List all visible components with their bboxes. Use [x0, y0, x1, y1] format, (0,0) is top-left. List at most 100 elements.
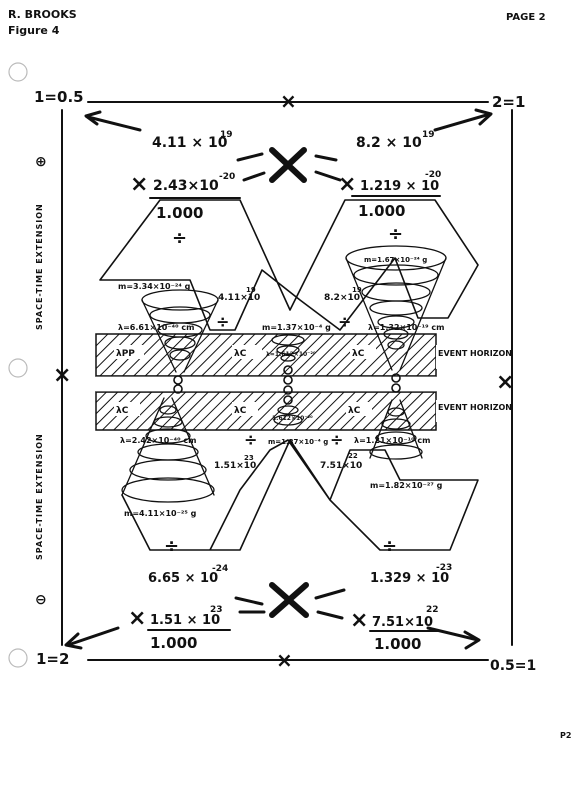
inner-lower-right: 7.51×10: [320, 461, 362, 471]
event-horizon-label-bg-lower: [436, 400, 494, 422]
band-c-lower-center: λC: [234, 406, 247, 416]
band-label-bg-2: [232, 345, 262, 359]
divide-center-lower-left: ÷: [244, 430, 257, 449]
mass-lower-right: m=1.82×10⁻²⁷ g: [370, 481, 443, 490]
bottom-right-fraction-x: ×: [350, 608, 368, 633]
divide-center-lower-right: ÷: [330, 430, 343, 449]
wavelength-lower-center: 1.612×10⁻²⁰: [272, 415, 313, 422]
bottom-right-exp: -23: [436, 563, 452, 573]
big-x-top-dashes: [236, 152, 342, 182]
bottom-left-fraction-num-exp: 23: [210, 605, 223, 615]
side-label-upper: SPACE-TIME EXTENSION: [35, 203, 44, 330]
top-left-fraction-den: 1.000: [156, 204, 203, 222]
band-c-upper-right: λC: [352, 349, 365, 359]
cone-lower-right: [369, 399, 423, 460]
top-right-exp: 19: [422, 130, 435, 140]
band-label-bg-4: [114, 402, 140, 416]
cone-lower-center: [273, 405, 303, 426]
minus-symbol: ⊖: [35, 592, 47, 608]
lower-zigzag: [121, 439, 479, 551]
bottom-left-fraction-den: 1.000: [150, 634, 197, 652]
edge-x-left: ×: [53, 363, 71, 388]
mass-center-lower: m=1.37×10⁻⁴ g: [268, 438, 328, 446]
bottom-right-fraction-num-exp: 22: [426, 605, 439, 615]
figure-label: Figure 4: [8, 24, 60, 37]
inner-lower-left: 1.51×10: [214, 461, 256, 471]
coil-center: [283, 365, 293, 405]
top-right-fraction-den: 1.000: [358, 202, 405, 220]
band-c-lower-right: λC: [348, 406, 361, 416]
event-horizon-label-bg-upper: [436, 345, 494, 369]
author-name: R. BROOKS: [8, 8, 77, 21]
edge-x-right: ×: [496, 370, 514, 395]
bottom-right-value: 1.329 × 10: [370, 571, 449, 586]
band-label-bg-5: [232, 402, 258, 416]
divide-upper-right: ÷: [388, 224, 403, 245]
edge-x-top: ×: [280, 89, 297, 113]
corner-bottom-left: 1=2: [36, 650, 69, 668]
wavelength-center: λ=1.612×10⁻²⁰: [266, 351, 316, 358]
upper-zigzag: [99, 199, 479, 331]
mass-upper-right: m=1.67×10⁻²⁴ g: [364, 256, 427, 264]
inner-upper-left-exp: 19: [246, 286, 256, 294]
corner-top-right: 2=1: [492, 93, 525, 111]
top-left-value: 4.11 × 10: [152, 135, 228, 151]
top-right-value: 8.2 × 10: [356, 135, 422, 151]
event-horizon-label-lower: EVENT HORIZON: [438, 403, 512, 412]
bottom-left-fraction-x: ×: [128, 606, 146, 631]
event-horizon-label-upper: EVENT HORIZON: [438, 349, 512, 358]
top-left-fraction-num: 2.43×10: [153, 178, 219, 194]
plus-symbol: ⊕: [35, 154, 47, 170]
event-horizon-band-upper: [95, 333, 437, 377]
band-c-upper-center: λC: [234, 349, 247, 359]
bottom-right-fraction-num: 7.51×10: [372, 615, 433, 630]
top-right-fraction-num-exp: -20: [425, 170, 441, 180]
outer-frame: [61, 101, 513, 661]
top-left-exp: 19: [220, 130, 233, 140]
top-left-fraction-x: ×: [130, 172, 148, 197]
band-c-lower-left: λC: [116, 406, 129, 416]
band-gap: [96, 376, 436, 392]
corner-bottom-right: 0.5=1: [490, 658, 536, 674]
inner-upper-left: 4.11×10: [218, 293, 260, 303]
divide-center-upper-right: ÷: [338, 312, 351, 331]
bottom-left-fraction-num: 1.51 × 10: [150, 613, 220, 628]
inner-upper-right-exp: 19: [352, 286, 362, 294]
bottom-right-fraction-den: 1.000: [374, 635, 421, 653]
top-right-fraction-x: ×: [338, 172, 356, 197]
binder-hole-top: [8, 62, 28, 82]
divide-center-upper-left: ÷: [216, 312, 229, 331]
cone-lower-left: [121, 397, 215, 503]
inner-upper-right: 8.2×10: [324, 293, 360, 303]
edge-x-bottom: ×: [276, 648, 293, 672]
divide-lower-left: ÷: [164, 536, 179, 557]
big-x-top: [269, 147, 307, 183]
divide-upper-left: ÷: [172, 228, 187, 249]
big-x-bottom-dashes: [234, 588, 346, 620]
band-c-upper-left: λPP: [116, 349, 135, 359]
inner-lower-left-exp: 23: [244, 454, 254, 462]
mass-lower-left: m=4.11×10⁻²⁵ g: [124, 509, 197, 518]
wavelength-lower-right: λ=1.21×10⁻¹⁰ cm: [354, 436, 430, 445]
coil-left: [173, 375, 183, 394]
binder-hole-bottom: [8, 648, 28, 668]
big-x-bottom: [269, 582, 309, 618]
bottom-left-value: 6.65 × 10: [148, 571, 218, 586]
band-label-bg-1: [114, 345, 144, 359]
inner-lower-right-exp: 22: [348, 452, 358, 460]
wavelength-lower-left: λ=2.42×10⁻⁴⁰ cm: [120, 436, 196, 445]
mass-center-upper: m=1.37×10⁻⁴ g: [262, 323, 331, 332]
side-label-lower: SPACE-TIME EXTENSION: [35, 433, 44, 560]
margin-note: P2: [560, 731, 571, 740]
bottom-left-exp: -24: [212, 564, 228, 574]
top-right-fraction-num: 1.219 × 10: [360, 179, 439, 194]
wavelength-upper-right: λ=1.32×10⁻¹⁹ cm: [368, 323, 444, 332]
coil-right: [391, 373, 401, 393]
divide-lower-right: ÷: [382, 536, 397, 557]
binder-hole-middle: [8, 358, 28, 378]
band-label-bg-6: [346, 402, 372, 416]
mass-upper-left: m=3.34×10⁻²⁴ g: [118, 282, 191, 291]
top-left-fraction-num-exp: -20: [219, 172, 235, 182]
band-label-bg-3: [350, 345, 376, 359]
